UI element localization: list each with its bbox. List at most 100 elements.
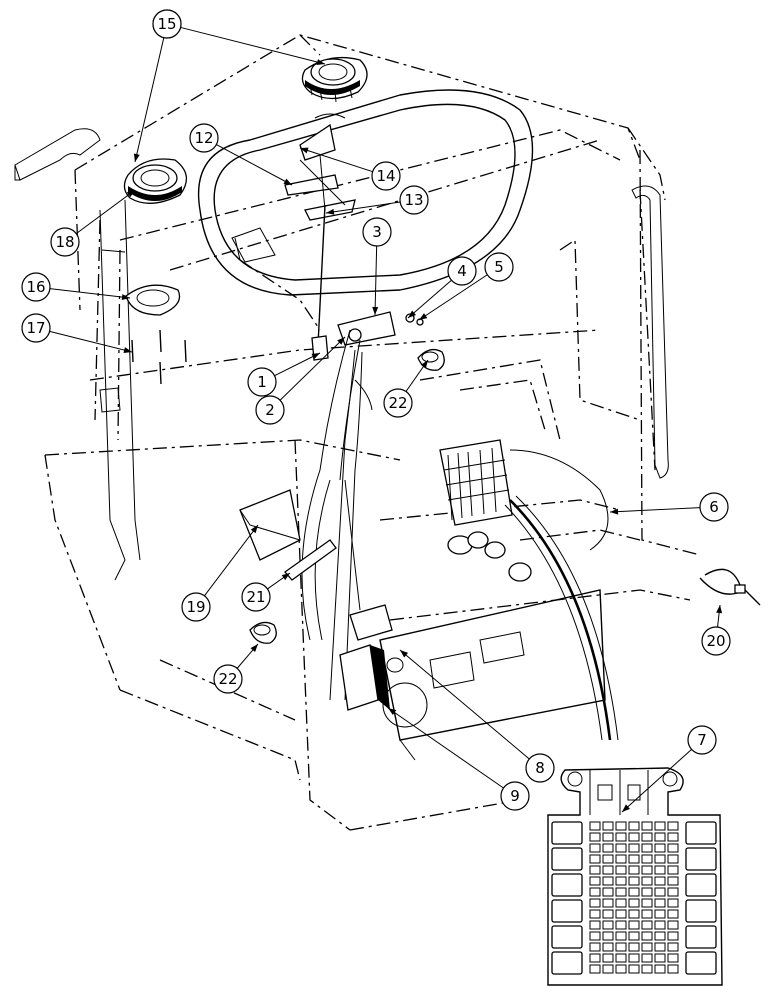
speaker-front-left bbox=[123, 158, 187, 204]
fuse-cell bbox=[628, 876, 640, 886]
leader-arrowhead bbox=[250, 525, 258, 534]
fuse-cell bbox=[589, 876, 601, 886]
fuse-cell bbox=[654, 821, 666, 831]
fuse-cell bbox=[602, 865, 614, 875]
callout-21: 21 bbox=[241, 572, 291, 612]
fuse-cell bbox=[589, 898, 601, 908]
callout-label: 4 bbox=[457, 262, 467, 280]
leader-line bbox=[418, 274, 488, 321]
fuse-cell bbox=[641, 942, 653, 952]
fuse-cell bbox=[654, 876, 666, 886]
fuse-cell bbox=[641, 909, 653, 919]
callout-circle bbox=[247, 367, 277, 397]
callout-label: 22 bbox=[218, 670, 237, 688]
callout-22b: 22 bbox=[213, 643, 259, 694]
fuse-grid bbox=[589, 821, 679, 974]
callout-label: 14 bbox=[376, 167, 395, 185]
callout-circle bbox=[241, 582, 271, 612]
fuse-cell bbox=[589, 964, 601, 974]
fuse-cell bbox=[641, 964, 653, 974]
fuse-cell bbox=[589, 931, 601, 941]
leader-line bbox=[49, 288, 131, 299]
dome-light-assembly bbox=[284, 113, 356, 221]
callout-label: 7 bbox=[697, 731, 707, 749]
fuse-cell bbox=[589, 953, 601, 963]
callout-16: 16 bbox=[21, 272, 131, 302]
floor-bracket bbox=[239, 489, 301, 561]
callout-label: 21 bbox=[246, 588, 265, 606]
callout-label: 12 bbox=[194, 129, 213, 147]
leader-arrowhead bbox=[126, 190, 135, 198]
fuse-cell bbox=[615, 832, 627, 842]
fuse-cell bbox=[667, 964, 679, 974]
callout-22a: 22 bbox=[383, 359, 429, 418]
callout-7: 7 bbox=[621, 725, 717, 813]
fuse-cell bbox=[654, 832, 666, 842]
fuse-relay-right bbox=[685, 821, 717, 975]
callout-14: 14 bbox=[299, 147, 401, 191]
callout-circle bbox=[371, 161, 401, 191]
callout-circle bbox=[255, 395, 285, 425]
leader-line bbox=[204, 524, 259, 597]
speaker-bracket bbox=[125, 284, 181, 316]
fuse-cell bbox=[589, 942, 601, 952]
callout-circle bbox=[383, 388, 413, 418]
fuse-cell bbox=[641, 953, 653, 963]
fuse-cell bbox=[602, 887, 614, 897]
speaker-front-right bbox=[301, 56, 368, 103]
fuse-cell bbox=[602, 821, 614, 831]
callout-label: 17 bbox=[26, 319, 45, 337]
callout-circle bbox=[21, 272, 51, 302]
fuse-cell bbox=[628, 942, 640, 952]
callout-circle bbox=[399, 185, 429, 215]
leader-arrowhead bbox=[311, 353, 320, 360]
fuse-cell bbox=[615, 953, 627, 963]
fuse-cell bbox=[654, 887, 666, 897]
leader-line bbox=[325, 201, 401, 214]
fuse-cell bbox=[654, 865, 666, 875]
fuse-cell bbox=[589, 909, 601, 919]
fuse-cell bbox=[615, 964, 627, 974]
fuse-cell bbox=[667, 920, 679, 930]
callout-label: 13 bbox=[404, 191, 423, 209]
fuse-cell bbox=[615, 920, 627, 930]
callout-17: 17 bbox=[21, 313, 133, 353]
leader-line bbox=[299, 147, 373, 173]
fuse-cell bbox=[602, 931, 614, 941]
fuse-cell bbox=[654, 920, 666, 930]
fuse-cell bbox=[602, 909, 614, 919]
callout-6: 6 bbox=[609, 492, 729, 522]
fuse-cell bbox=[628, 909, 640, 919]
fuse-cell bbox=[628, 832, 640, 842]
callout-20: 20 bbox=[701, 604, 731, 656]
callout-circle bbox=[500, 781, 530, 811]
callout-label: 1 bbox=[257, 373, 267, 391]
fuse-cell bbox=[654, 964, 666, 974]
fuse-cell bbox=[628, 865, 640, 875]
fuse-cell bbox=[615, 887, 627, 897]
fuse-cell bbox=[589, 821, 601, 831]
fuse-cell bbox=[667, 942, 679, 952]
fuse-cell bbox=[589, 832, 601, 842]
fuse-cell bbox=[602, 964, 614, 974]
fuse-cell bbox=[628, 898, 640, 908]
leader-line bbox=[399, 649, 530, 760]
floor-console bbox=[379, 589, 606, 761]
leader-arrowhead bbox=[326, 208, 335, 215]
callout-circle bbox=[447, 256, 477, 286]
relays bbox=[447, 531, 532, 582]
leader-arrowhead bbox=[388, 708, 397, 716]
fuse-cell bbox=[589, 843, 601, 853]
callout-5: 5 bbox=[418, 252, 514, 321]
grab-handle-left bbox=[14, 128, 101, 181]
leader-arrowhead bbox=[250, 644, 258, 653]
fuse-cell bbox=[589, 920, 601, 930]
fuse-cell bbox=[667, 843, 679, 853]
grab-handle-right bbox=[631, 185, 669, 479]
fuse-cell bbox=[641, 920, 653, 930]
fuse-cell bbox=[667, 931, 679, 941]
roof-panel bbox=[197, 89, 534, 296]
callout-label: 8 bbox=[535, 759, 545, 777]
fuse-cell bbox=[654, 843, 666, 853]
